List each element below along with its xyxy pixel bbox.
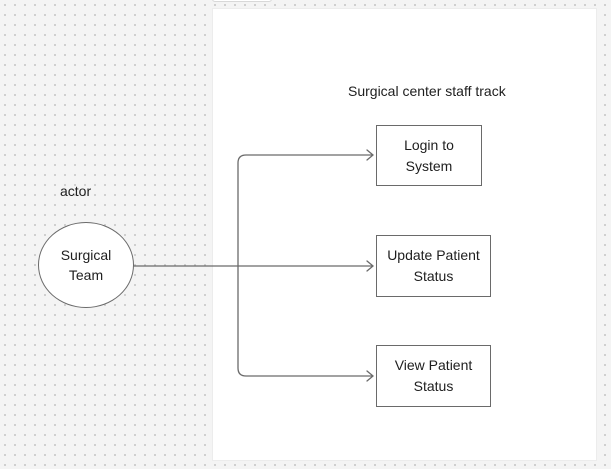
actor-name: Surgical Team	[60, 247, 112, 283]
use-case-label: Update Patient Status	[387, 247, 480, 284]
use-case-label: View Patient Status	[394, 357, 473, 394]
use-case-view-patient-status[interactable]: View Patient Status	[376, 345, 491, 407]
frame-tab[interactable]	[212, 0, 272, 2]
use-case-login[interactable]: Login to System	[376, 125, 482, 186]
actor-label: actor	[60, 183, 92, 199]
use-case-label: Login to System	[404, 136, 454, 174]
use-case-update-patient-status[interactable]: Update Patient Status	[376, 235, 491, 297]
diagram-title: Surgical center staff track	[348, 83, 506, 99]
actor-surgical-team[interactable]: Surgical Team	[38, 222, 134, 308]
